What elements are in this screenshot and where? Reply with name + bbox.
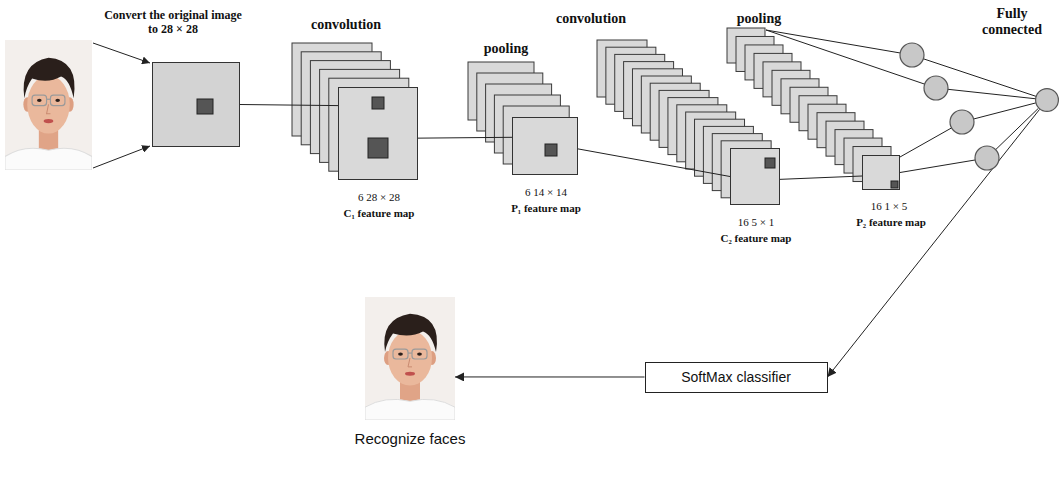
- layer-label: 16 5 × 1: [738, 216, 774, 229]
- receptive-field: [372, 97, 384, 109]
- connector: [780, 176, 862, 179]
- receptive-field: [545, 144, 557, 156]
- layer-label: convolution: [311, 17, 381, 33]
- dense-wires: [766, 30, 1047, 157]
- connector: [900, 108, 1038, 172]
- feature-map: pooling6 14 × 14P₁ feature map: [512, 117, 578, 175]
- connector: [578, 149, 730, 177]
- neuron-outline: [1035, 88, 1059, 112]
- feature-sheet: [338, 87, 418, 180]
- dense-wire: [962, 100, 1047, 122]
- output-neuron-circle: [1036, 89, 1059, 112]
- layer-label: P₂ feature map: [856, 216, 926, 229]
- connector: [240, 105, 338, 106]
- dense-wire: [912, 55, 1047, 100]
- output-neuron: Fully connected: [1035, 88, 1059, 112]
- face-photo: [365, 297, 455, 420]
- feature-map-stack: [468, 62, 578, 175]
- hidden-neuron: [975, 146, 999, 170]
- feature-map-stack: [292, 43, 418, 180]
- receptive-field: [197, 99, 213, 114]
- feature-sheet: [730, 148, 780, 205]
- layer-label: pooling: [737, 11, 781, 27]
- connectors: [240, 105, 1040, 378]
- face-photo: [5, 40, 92, 170]
- layer-label: P₁ feature map: [511, 202, 581, 215]
- input-arrow: [93, 146, 150, 168]
- hidden-neuron: [950, 110, 974, 134]
- receptive-field: [765, 158, 775, 168]
- layer-label: C₂ feature map: [721, 232, 792, 245]
- label-holder: P₁ feature map: [486, 198, 606, 216]
- dense-wire: [936, 88, 1047, 100]
- label-holder: P₂ feature map: [836, 212, 946, 230]
- hidden-neuron: [924, 76, 948, 100]
- feature-map-stack: [727, 28, 900, 190]
- label-holder: 16 1 × 5: [839, 196, 939, 214]
- label-holder: 16 5 × 1: [701, 212, 811, 230]
- classifier-box: SoftMax classifier: [645, 362, 828, 393]
- input-image: Convert the original image to 28 × 28: [152, 62, 240, 147]
- receptive-field: [368, 138, 388, 158]
- layer-label: Recognize faces: [355, 430, 466, 447]
- layer-label: 6 14 × 14: [525, 186, 567, 199]
- label-holder: C₂ feature map: [696, 228, 816, 246]
- label-holder: pooling: [466, 39, 546, 57]
- layer-label: Convert the original image to 28 × 28: [101, 9, 245, 37]
- label-holder: 6 28 × 28: [324, 187, 434, 205]
- label-holder: convolution: [536, 9, 646, 27]
- label-holder: Recognize faces: [340, 430, 480, 448]
- feature-sheet: [512, 117, 578, 175]
- dense-wire: [766, 30, 912, 55]
- label-holder: pooling: [719, 9, 799, 27]
- hidden-neuron: [900, 43, 924, 67]
- label-holder: Convert the original image to 28 × 28: [101, 9, 245, 37]
- feature-map: convolution16 5 × 1C₂ feature map: [730, 148, 780, 205]
- feature-sheet: [862, 155, 900, 190]
- label-holder: Fully connected: [968, 6, 1056, 38]
- layer-label: pooling: [484, 41, 528, 57]
- connector: [418, 137, 512, 139]
- layer-label: convolution: [556, 11, 626, 27]
- layer-label: 6 28 × 28: [358, 191, 400, 204]
- input-square: [152, 62, 240, 147]
- label-holder: convolution: [291, 15, 401, 33]
- receptive-field: [891, 181, 898, 188]
- input-arrow: [93, 43, 150, 63]
- feature-map: convolution6 28 × 28C₁ feature map: [338, 87, 418, 180]
- output-face: Recognize faces: [365, 297, 455, 420]
- layer-label: C₁ feature map: [344, 207, 415, 220]
- connector: [828, 109, 1040, 377]
- connector: [455, 376, 645, 377]
- label-holder: 6 14 × 14: [491, 182, 601, 200]
- node-label: SoftMax classifier: [681, 369, 791, 385]
- layer-label: Fully connected: [968, 6, 1056, 38]
- label-holder: C₁ feature map: [319, 203, 439, 221]
- feature-map: pooling16 1 × 5P₂ feature map: [862, 155, 900, 190]
- layer-label: 16 1 × 5: [871, 200, 907, 213]
